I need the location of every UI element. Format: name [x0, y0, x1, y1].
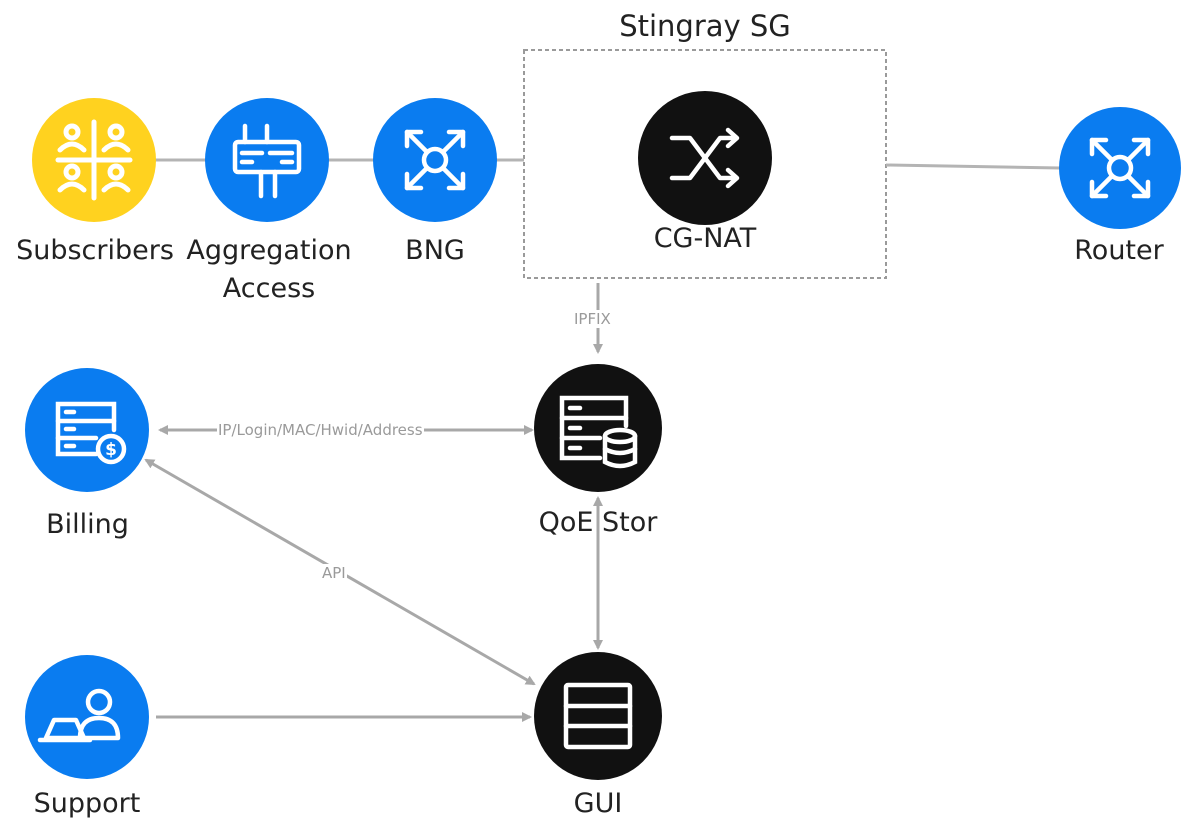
node-router[interactable] [1059, 107, 1181, 229]
users-grid-icon [55, 119, 133, 201]
support-agent-icon [37, 688, 121, 743]
billing-server-icon [55, 401, 127, 465]
node-cgnat[interactable] [638, 91, 772, 225]
bng-label: BNG [405, 235, 465, 266]
billing-label: Billing [46, 509, 129, 540]
database-server-icon [559, 395, 638, 469]
api-edge-label: API [321, 564, 347, 582]
gui-label: GUI [573, 788, 623, 819]
access-label: Access [222, 273, 316, 304]
node-bng[interactable] [373, 98, 497, 222]
node-gui[interactable] [534, 652, 662, 780]
aggregation-label: Aggregation [186, 235, 352, 266]
edge-stingray-router [885, 163, 1061, 170]
stingray-sg-title: Stingray SG [619, 9, 791, 43]
node-support[interactable] [25, 655, 149, 779]
router-arrows-icon [1089, 137, 1151, 199]
router-arrows-icon [404, 129, 466, 191]
subscribers-label: Subscribers [16, 235, 174, 266]
dollar-icon: $ [105, 440, 117, 460]
server-rack-icon [563, 682, 633, 750]
shuffle-icon [669, 127, 740, 189]
switch-board-icon [232, 123, 302, 199]
node-qoestor[interactable] [534, 364, 662, 492]
node-aggregation[interactable] [205, 98, 329, 222]
ipfix-edge-label: IPFIX [573, 310, 612, 328]
node-billing[interactable]: $ [25, 368, 149, 492]
router-label: Router [1074, 235, 1164, 266]
qoestor-label: QoE Stor [538, 507, 658, 538]
support-label: Support [33, 788, 141, 819]
node-subscribers[interactable] [32, 98, 156, 222]
cgnat-label: CG-NAT [653, 223, 757, 254]
billing-qoestor-edge-label: IP/Login/MAC/Hwid/Address [217, 421, 424, 439]
stingray-sg-group-box [523, 49, 887, 279]
